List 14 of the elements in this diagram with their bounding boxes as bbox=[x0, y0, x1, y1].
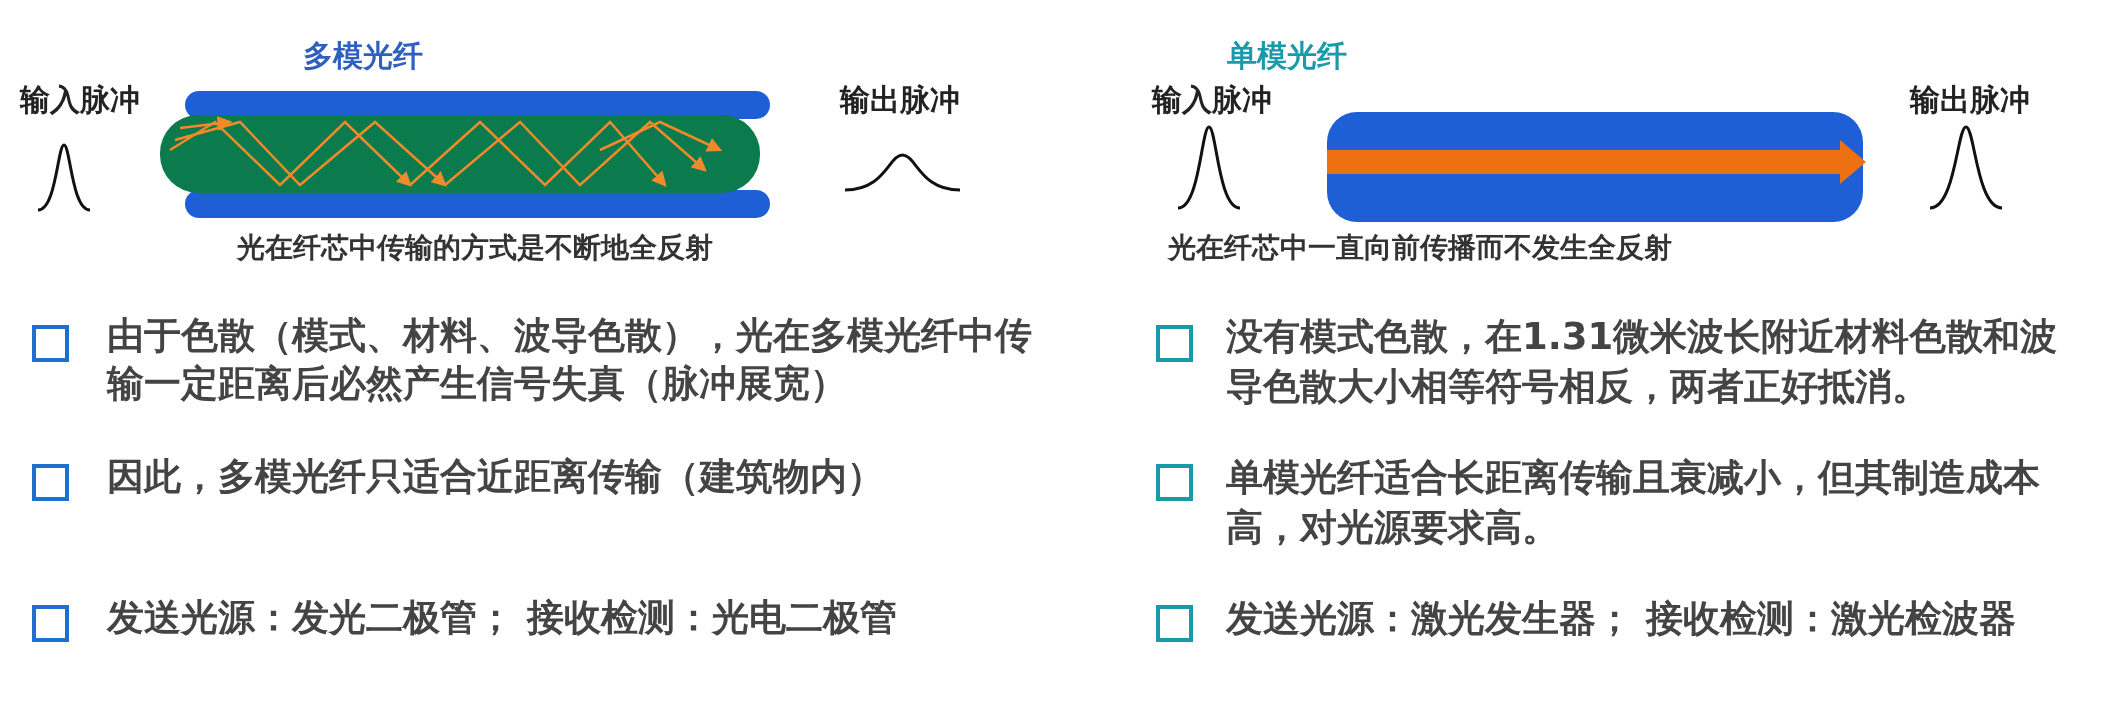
bullet-text: 单模光纤适合长距离传输且衰减小，但其制造成本高，对光源要求高。 bbox=[1226, 455, 2041, 551]
caption: 光在纤芯中传输的方式是不断地全反射 bbox=[235, 230, 714, 266]
panel-title: 多模光纤 bbox=[302, 38, 424, 74]
pulse-label: 输出脉冲 bbox=[838, 82, 961, 118]
pulse-label: 输入脉冲 bbox=[18, 82, 141, 118]
bullet-text: 没有模式色散，在1.31微米波长附近材料色散和波导色散大小相等符号相反，两者正好抵消。 bbox=[1226, 314, 2059, 410]
caption: 光在纤芯中一直向前传播而不发生全反射 bbox=[1166, 230, 1673, 266]
bullet-text: 发送光源：发光二极管； 接收检测：光电二极管 bbox=[107, 595, 898, 641]
pulse-label: 输入脉冲 bbox=[1150, 82, 1273, 118]
pulse-label: 输出脉冲 bbox=[1908, 82, 2031, 118]
bullet-text: 因此，多模光纤只适合近距离传输（建筑物内） bbox=[107, 454, 885, 500]
bullet-text: 发送光源：激光发生器； 接收检测：激光检波器 bbox=[1226, 596, 2017, 642]
panel-title: 单模光纤 bbox=[1226, 38, 1348, 74]
bullet-text: 由于色散（模式、材料、波导色散），光在多模光纤中传输一定距离后必然产生信号失真（脉冲展宽） bbox=[107, 313, 1033, 407]
